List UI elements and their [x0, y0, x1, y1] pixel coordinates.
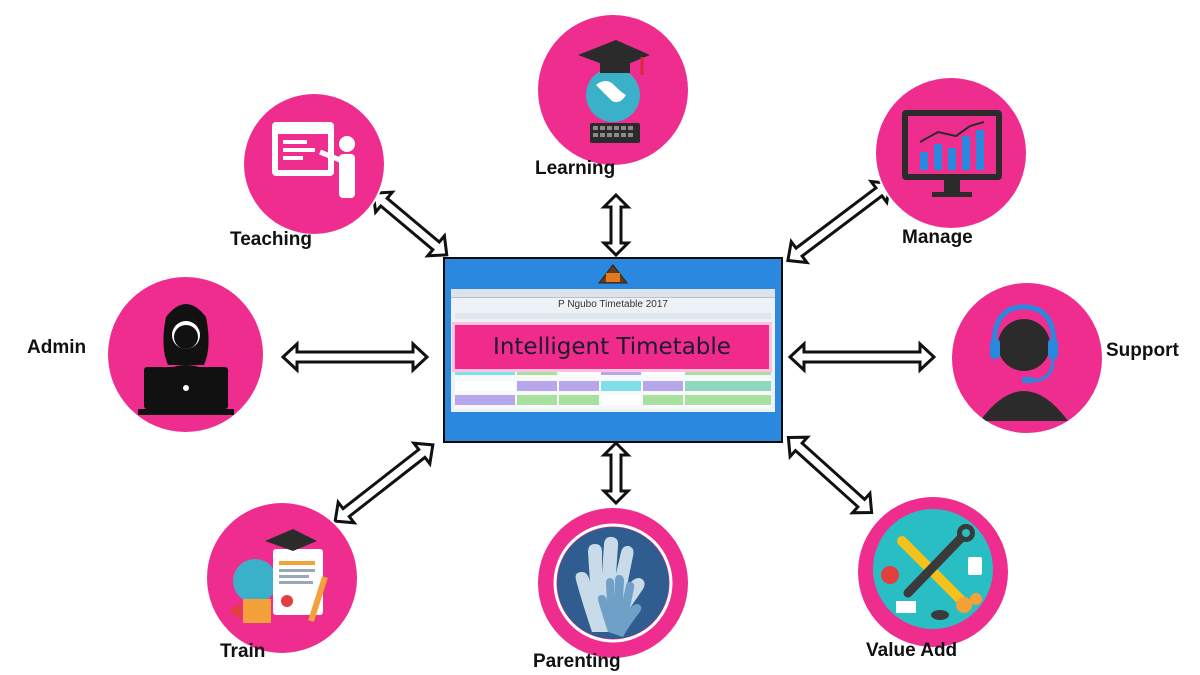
node-support [952, 283, 1102, 433]
tools-gears-icon [873, 509, 993, 629]
node-parenting [538, 508, 688, 658]
timetable-title: P Ngubo Timetable 2017 [558, 299, 668, 310]
teacher-screen-icon [272, 122, 355, 198]
label-learning: Learning [535, 158, 616, 179]
screen-footer [445, 427, 781, 439]
bar-chart-monitor-icon [902, 110, 1002, 197]
woman-laptop-icon [138, 304, 234, 415]
label-teaching: Teaching [230, 229, 312, 250]
hands-icon [553, 523, 673, 643]
tab-bar [451, 289, 775, 298]
label-parenting: Parenting [533, 651, 621, 672]
node-learning [538, 15, 688, 165]
label-admin: Admin [27, 337, 87, 358]
center-banner: Intelligent Timetable [455, 325, 769, 369]
label-value-add: Value Add [866, 640, 958, 661]
node-teaching [244, 94, 384, 234]
headset-agent-icon [980, 304, 1068, 421]
node-train [207, 503, 357, 653]
label-support: Support [1106, 340, 1179, 361]
timetable-screen: P Ngubo Timetable 2017 Intelligent Timet… [443, 257, 783, 443]
graduation-globe-keyboard-icon [578, 40, 650, 143]
label-manage: Manage [902, 227, 973, 248]
node-manage [876, 78, 1026, 228]
controls-row [455, 313, 771, 319]
training-materials-icon [229, 529, 328, 623]
node-admin [108, 277, 263, 432]
node-value-add [858, 497, 1008, 647]
label-train: Train [220, 641, 266, 662]
school-logo-icon [597, 264, 629, 284]
